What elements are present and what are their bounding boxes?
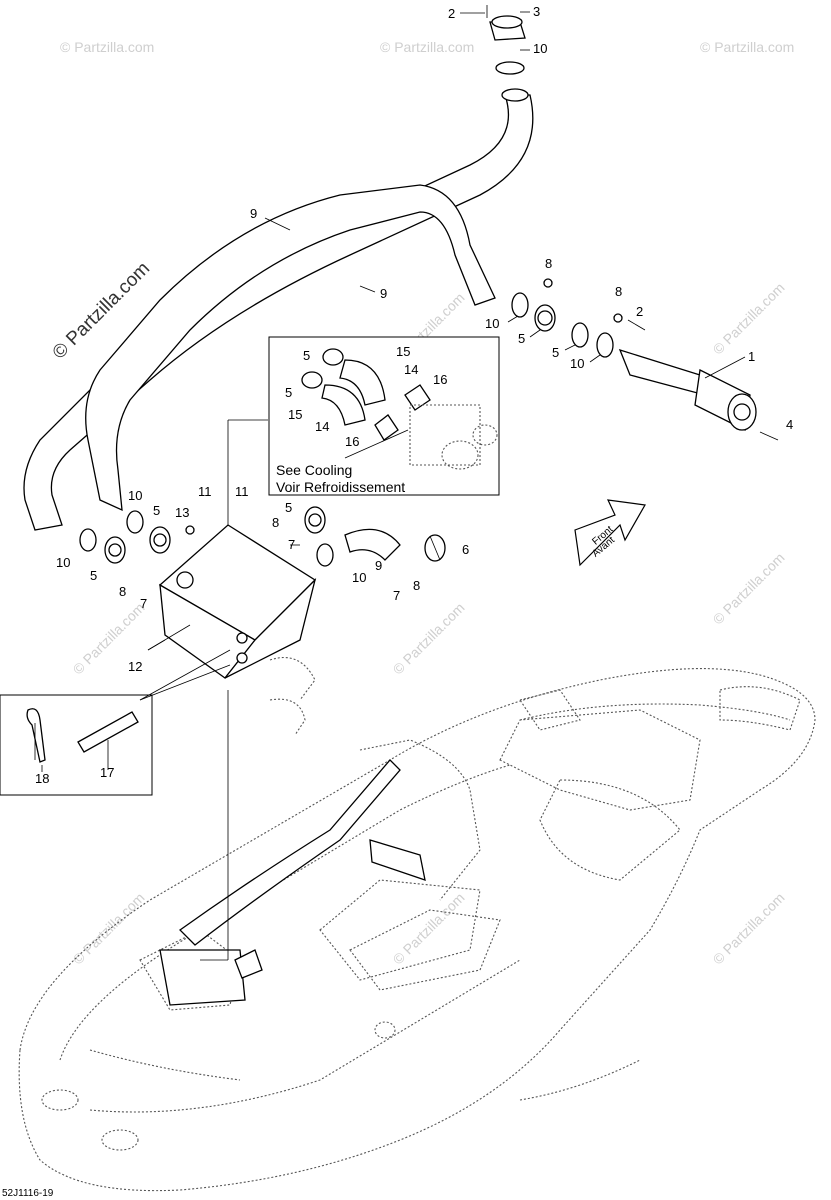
watermark-tile: © Partzilla.com (390, 599, 468, 677)
callout-16: 16 (433, 372, 447, 387)
callout-16: 16 (345, 434, 359, 449)
accessories-inset (0, 694, 153, 796)
front-arrow: Front Avant (574, 499, 646, 567)
callout-5: 5 (285, 500, 292, 515)
callout-5: 5 (153, 503, 160, 518)
watermark-tile: © Partzilla.com (710, 549, 788, 627)
watermark-tile: © Partzilla.com (60, 39, 154, 55)
callout-8: 8 (545, 256, 552, 271)
callout-10: 10 (128, 488, 142, 503)
watermark-tile: © Partzilla.com (700, 39, 794, 55)
watermark-tile: © Partzilla.com (380, 39, 474, 55)
callout-10: 10 (485, 316, 499, 331)
callout-14: 14 (404, 362, 418, 377)
vent-fitting-top (486, 5, 526, 75)
callout-labels: 2 3 10 9 9 8 10 5 5 10 8 2 1 4 5 15 14 1… (35, 4, 793, 786)
vent-outlet-assembly (511, 278, 779, 441)
hose-end (501, 88, 529, 102)
ties-and-sleeves (269, 656, 316, 736)
callout-5: 5 (90, 568, 97, 583)
callout-6: 6 (462, 542, 469, 557)
callout-5: 5 (285, 385, 292, 400)
watermark-tile: © Partzilla.com (710, 889, 788, 967)
callout-8: 8 (413, 578, 420, 593)
callout-5: 5 (518, 331, 525, 346)
note-line-2: Voir Refroidissement (276, 479, 405, 495)
callout-17: 17 (100, 765, 114, 780)
vent-hose-right (85, 184, 496, 512)
callout-9: 9 (380, 286, 387, 301)
drawing-code: 52J1116-19 (2, 1188, 54, 1199)
callout-4: 4 (786, 417, 793, 432)
callout-5: 5 (552, 345, 559, 360)
callout-13: 13 (175, 505, 189, 520)
callout-11: 11 (198, 484, 212, 499)
callout-18: 18 (35, 771, 49, 786)
watercraft-hull (18, 668, 816, 1192)
callout-7: 7 (288, 537, 295, 552)
callout-5: 5 (303, 348, 310, 363)
callout-8: 8 (615, 284, 622, 299)
leader-lines (34, 11, 746, 760)
watermark-tiles: © Partzilla.com © Partzilla.com © Partzi… (60, 39, 794, 967)
callout-8: 8 (272, 515, 279, 530)
callout-11: 11 (235, 484, 249, 499)
callout-10: 10 (352, 570, 366, 585)
left-fittings (79, 510, 195, 564)
watermark-tile: © Partzilla.com (70, 889, 148, 967)
callout-7: 7 (393, 588, 400, 603)
callout-15: 15 (288, 407, 302, 422)
reservoir-box (158, 419, 317, 679)
callout-10: 10 (56, 555, 70, 570)
callout-9: 9 (250, 206, 257, 221)
mid-fittings (290, 506, 446, 567)
callout-10: 10 (570, 356, 584, 371)
callout-7: 7 (140, 596, 147, 611)
callout-14: 14 (315, 419, 329, 434)
see-cooling-inset: See Cooling Voir Refroidissement (268, 336, 500, 496)
watermark-tile: © Partzilla.com (710, 279, 788, 357)
callout-8: 8 (119, 584, 126, 599)
callout-9: 9 (375, 558, 382, 573)
callout-2: 2 (636, 304, 643, 319)
callout-15: 15 (396, 344, 410, 359)
watermark-tile: © Partzilla.com (390, 889, 468, 967)
callout-10: 10 (533, 41, 547, 56)
callout-2: 2 (448, 6, 455, 21)
note-line-1: See Cooling (276, 462, 352, 478)
callout-12: 12 (128, 659, 142, 674)
callout-1: 1 (748, 349, 755, 364)
callout-3: 3 (533, 4, 540, 19)
